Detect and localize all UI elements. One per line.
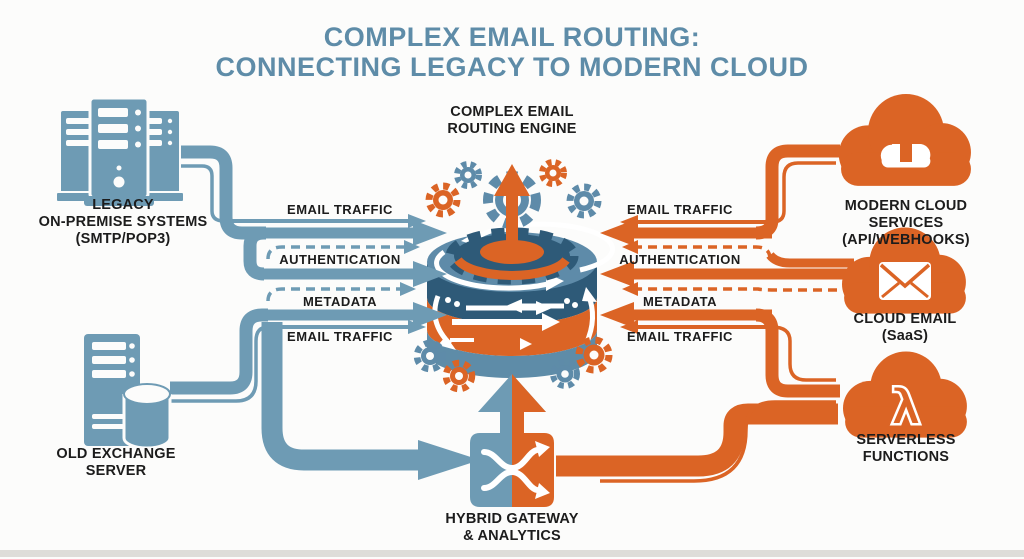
envelope-icon <box>879 262 931 300</box>
flow-label-left-metadata: METADATA <box>302 294 378 309</box>
flow-label-left-email-traffic-1: EMAIL TRAFFIC <box>287 202 393 217</box>
flow-label-right-authentication: AUTHENTICATION <box>619 252 741 267</box>
database-icon <box>122 383 172 450</box>
up-arrow-icon <box>494 164 530 250</box>
legacy-servers-icon <box>55 96 185 206</box>
modern-cloud-label: MODERN CLOUD SERVICES (API/WEBHOOKS) <box>842 198 970 248</box>
exchange-server-icon <box>84 334 172 450</box>
modern-cloud-icon <box>838 94 971 186</box>
gateway-in-arrowhead <box>418 440 480 480</box>
flow-label-right-metadata: METADATA <box>642 294 718 309</box>
hybrid-gateway-icon <box>470 374 554 507</box>
diagram-title: COMPLEX EMAIL ROUTING: CONNECTING LEGACY… <box>0 22 1024 82</box>
title-line2: CONNECTING LEGACY TO MODERN CLOUD <box>215 52 809 82</box>
flow-label-right-email-traffic-2: EMAIL TRAFFIC <box>627 329 733 344</box>
gateway-label: HYBRID GATEWAY & ANALYTICS <box>445 511 579 544</box>
gears-cluster <box>413 159 613 393</box>
exchange-label: OLD EXCHANGE SERVER <box>56 446 176 479</box>
title-line1: COMPLEX EMAIL ROUTING: <box>323 22 701 52</box>
legacy-pipes <box>170 145 480 480</box>
cloud-email-icon <box>842 227 966 314</box>
flow-label-left-authentication: AUTHENTICATION <box>279 252 401 267</box>
flow-label-right-email-traffic-1: EMAIL TRAFFIC <box>627 202 733 217</box>
serverless-cloud-icon: λ <box>843 351 967 438</box>
engine-label: COMPLEX EMAIL ROUTING ENGINE <box>447 104 577 137</box>
flow-label-left-email-traffic-2: EMAIL TRAFFIC <box>287 329 393 344</box>
bottom-edge-strip <box>0 550 1024 557</box>
left-flow-arrows <box>224 214 447 334</box>
lambda-icon: λ <box>890 378 922 436</box>
right-flow-arrows <box>600 215 855 334</box>
cloud-email-label: CLOUD EMAIL (SaaS) <box>853 311 957 344</box>
legacy-label: LEGACY ON-PREMISE SYSTEMS (SMTP/POP3) <box>38 197 208 247</box>
routing-engine-icon <box>413 159 615 393</box>
serverless-label: SERVERLESS FUNCTIONS <box>856 432 956 465</box>
shuffle-icon <box>481 441 550 499</box>
